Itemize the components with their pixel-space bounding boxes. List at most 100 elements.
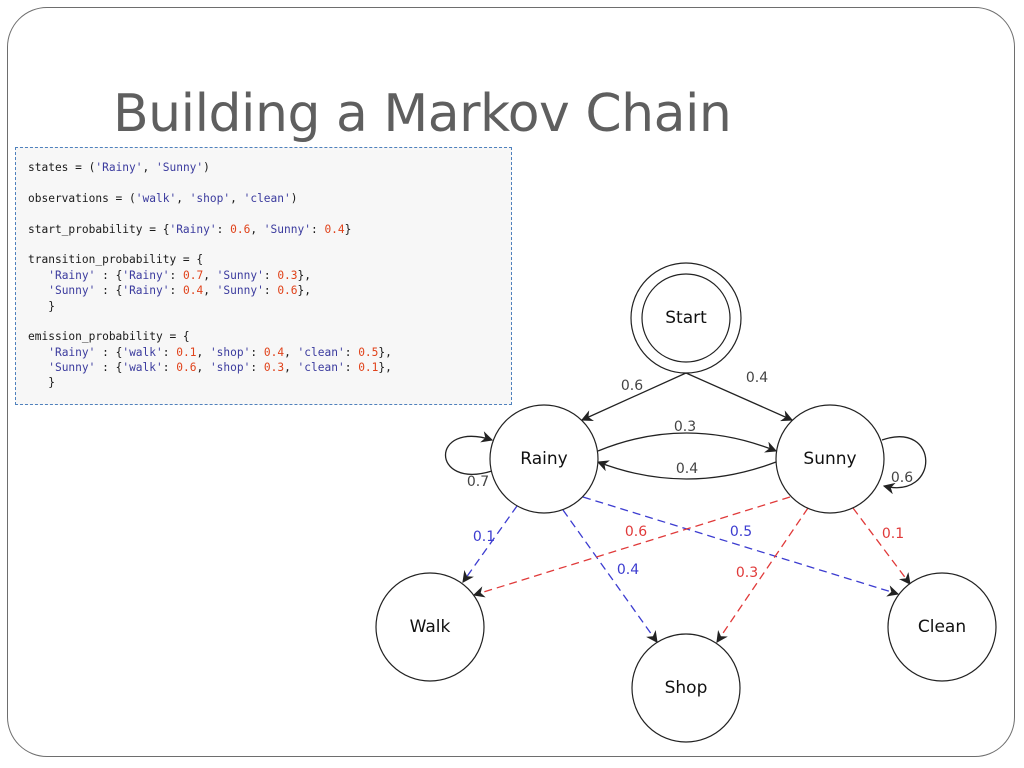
code-line: observations = ('walk', 'shop', 'clean') bbox=[28, 191, 511, 206]
code-string: 'Rainy' bbox=[122, 284, 170, 298]
edge-rainy-to-shop: 0.4 bbox=[562, 509, 658, 643]
code-string: 'shop' bbox=[189, 191, 231, 205]
node-sunny: Sunny bbox=[775, 404, 885, 514]
code-line: 'Rainy' : {'walk': 0.1, 'shop': 0.4, 'cl… bbox=[28, 345, 511, 360]
code-text: : bbox=[216, 222, 231, 236]
code-string: 'walk' bbox=[122, 361, 163, 375]
code-text: : bbox=[344, 361, 359, 375]
node-circle bbox=[489, 404, 599, 514]
code-line: 'Sunny' : {'Rainy': 0.4, 'Sunny': 0.6}, bbox=[28, 283, 511, 298]
edge-rainy-to-clean: 0.5 bbox=[582, 496, 900, 597]
code-text: : bbox=[162, 345, 177, 359]
code-text: : { bbox=[95, 345, 123, 359]
code-string: 'walk' bbox=[135, 191, 177, 205]
code-line: } bbox=[28, 375, 511, 390]
code-text: emission_probability = { bbox=[28, 330, 190, 344]
edge-probability-label: 0.6 bbox=[891, 470, 913, 486]
code-text: : bbox=[169, 268, 183, 282]
code-string: 'walk' bbox=[122, 345, 163, 359]
edge-probability-label: 0.3 bbox=[674, 419, 696, 435]
code-text: : { bbox=[95, 361, 123, 375]
code-text: }, bbox=[378, 345, 392, 359]
node-rainy: Rainy bbox=[489, 404, 599, 514]
code-text: : bbox=[263, 268, 278, 282]
code-string: 'Sunny' bbox=[263, 222, 311, 236]
node-shop: Shop bbox=[631, 633, 741, 743]
code-string: 'shop' bbox=[209, 361, 251, 375]
edge-rainy-to-sunny: 0.3 bbox=[597, 419, 778, 453]
node-label: Start bbox=[665, 308, 707, 328]
code-number: 0.3 bbox=[277, 268, 298, 282]
code-string: 'Sunny' bbox=[48, 284, 96, 298]
code-text: , bbox=[284, 361, 298, 375]
edge-probability-label: 0.7 bbox=[467, 474, 489, 490]
code-number: 0.5 bbox=[358, 345, 379, 359]
edge-line bbox=[472, 496, 791, 598]
code-number: 0.4 bbox=[263, 345, 285, 359]
code-text: , bbox=[203, 268, 217, 282]
code-text: : bbox=[310, 222, 325, 236]
code-number: 0.3 bbox=[263, 361, 285, 375]
code-text: : { bbox=[95, 284, 123, 298]
code-line: } bbox=[28, 299, 511, 314]
code-text: , bbox=[230, 191, 244, 205]
edge-probability-label: 0.4 bbox=[617, 562, 639, 578]
code-string: 'Sunny' bbox=[48, 361, 96, 375]
code-string: 'Rainy' bbox=[48, 345, 96, 359]
code-line: emission_probability = { bbox=[28, 329, 511, 344]
edge-sunny-to-walk: 0.6 bbox=[472, 496, 791, 598]
code-number: 0.6 bbox=[277, 284, 298, 298]
code-string: 'Sunny' bbox=[216, 284, 264, 298]
edge-line bbox=[685, 372, 794, 422]
edge-line bbox=[580, 372, 687, 421]
code-text: } bbox=[28, 299, 55, 313]
edge-line bbox=[597, 432, 778, 453]
code-text: , bbox=[250, 222, 264, 236]
node-label: Rainy bbox=[520, 449, 567, 469]
code-line: transition_probability = { bbox=[28, 252, 511, 267]
code-string: 'Rainy' bbox=[122, 268, 170, 282]
code-text: , bbox=[284, 345, 298, 359]
edge-start-to-sunny: 0.4 bbox=[685, 370, 794, 422]
node-start: Start bbox=[630, 262, 742, 374]
edge-rainy-to-walk: 0.1 bbox=[462, 505, 518, 583]
code-string: 'clean' bbox=[243, 191, 291, 205]
code-text: states = ( bbox=[28, 161, 96, 174]
edge-line bbox=[445, 431, 494, 475]
code-text: : { bbox=[95, 268, 123, 282]
code-text: : bbox=[250, 345, 264, 359]
code-string: 'Rainy' bbox=[169, 222, 217, 236]
edge-line bbox=[582, 496, 900, 597]
edge-line bbox=[596, 460, 777, 480]
code-text: , bbox=[196, 361, 210, 375]
node-walk: Walk bbox=[375, 572, 485, 682]
code-string: 'shop' bbox=[209, 345, 251, 359]
code-text: , bbox=[196, 345, 210, 359]
edge-line bbox=[562, 509, 658, 643]
node-label: Clean bbox=[918, 617, 966, 637]
edge-start-to-rainy: 0.6 bbox=[580, 372, 687, 421]
code-text: , bbox=[203, 284, 217, 298]
edge-probability-label: 0.4 bbox=[676, 461, 698, 477]
code-number: 0.4 bbox=[182, 284, 204, 298]
code-text: ) bbox=[203, 161, 210, 174]
code-string: 'Sunny' bbox=[156, 161, 204, 174]
edge-line bbox=[716, 507, 809, 643]
edge-probability-label: 0.4 bbox=[746, 370, 768, 386]
code-text: : bbox=[162, 361, 177, 375]
code-line: 'Sunny' : {'walk': 0.6, 'shop': 0.3, 'cl… bbox=[28, 360, 511, 375]
edge-probability-label: 0.1 bbox=[882, 526, 904, 542]
code-string: 'Rainy' bbox=[48, 268, 96, 282]
code-text: } bbox=[28, 376, 55, 390]
code-text: transition_probability = { bbox=[28, 253, 204, 267]
code-text: : bbox=[344, 345, 359, 359]
code-number: 0.1 bbox=[358, 361, 379, 375]
code-number: 0.4 bbox=[324, 222, 345, 236]
code-text: , bbox=[142, 161, 156, 174]
edge-line bbox=[462, 505, 518, 583]
edge-sunny-to-sunny: 0.6 bbox=[881, 436, 927, 495]
code-string: 'clean' bbox=[297, 345, 345, 359]
code-string: 'Sunny' bbox=[216, 268, 264, 282]
code-text: : bbox=[250, 361, 264, 375]
